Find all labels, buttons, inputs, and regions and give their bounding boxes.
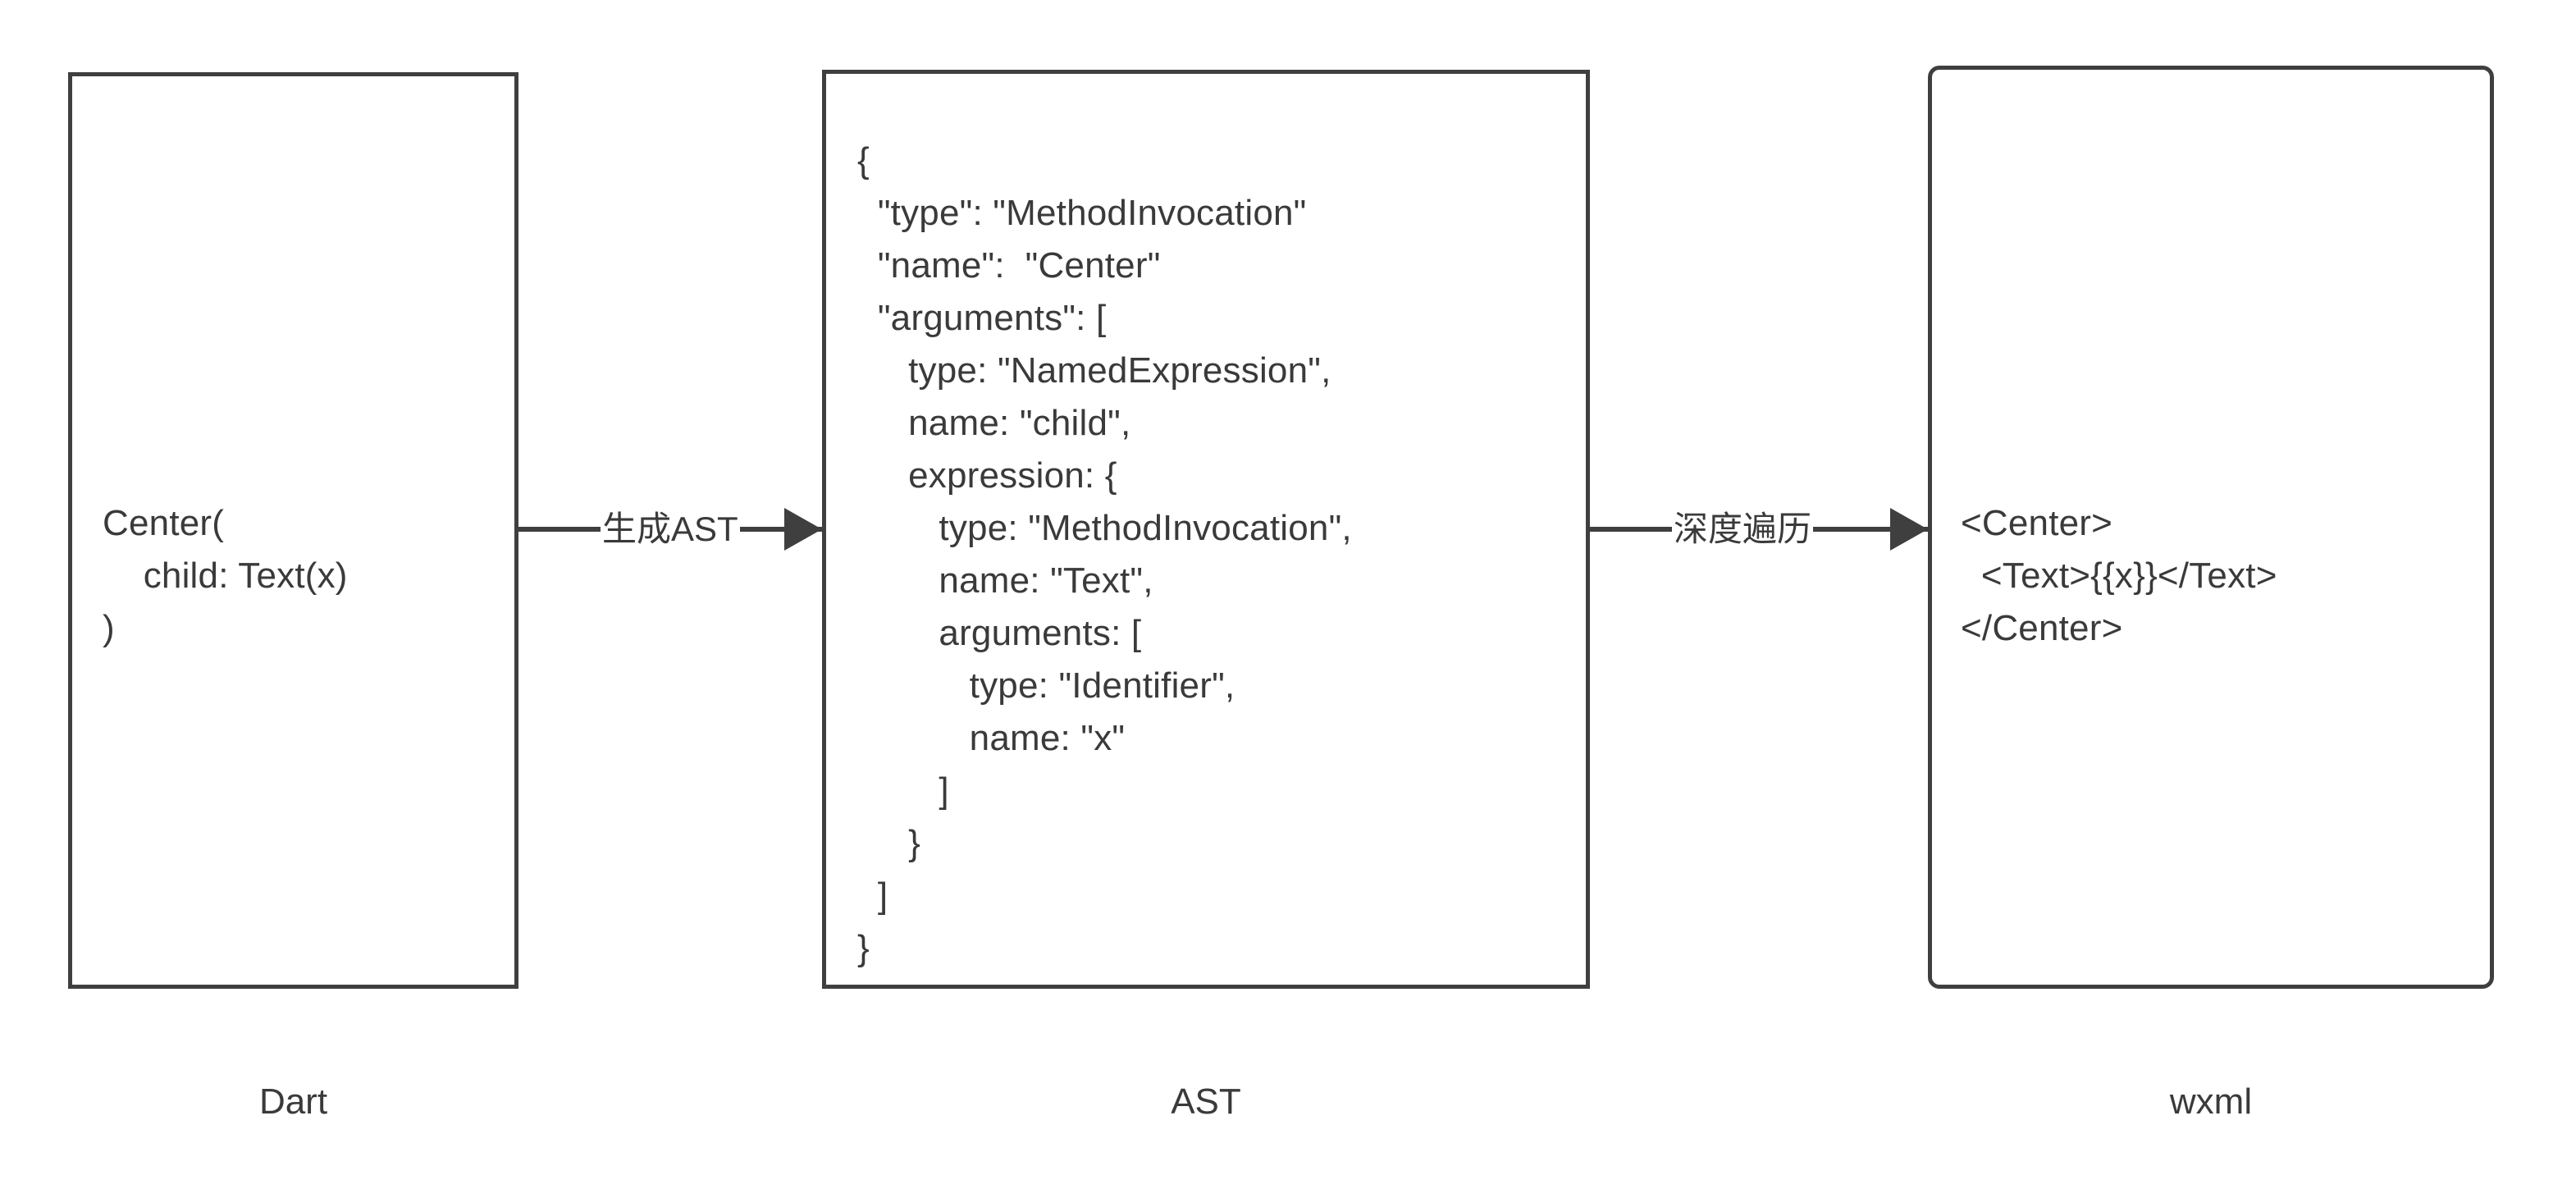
ast-json-text: { "type": "MethodInvocation" "name": "Ce…	[857, 140, 1352, 968]
wxml-code-text: <Center> <Text>{{x}}</Text> </Center>	[1961, 503, 2277, 648]
arrow-label-deep-traverse: 深度遍历	[1672, 510, 1814, 548]
dart-code-text: Center( child: Text(x) )	[103, 503, 348, 648]
arrow-head-icon	[1890, 508, 1928, 551]
arrow-head-icon	[784, 508, 822, 551]
caption-dart: Dart	[258, 1081, 328, 1122]
node-box-wxml	[1928, 66, 2494, 989]
arrow-label-generate-ast: 生成AST	[601, 510, 740, 548]
caption-ast: AST	[1171, 1081, 1241, 1122]
caption-wxml: wxml	[2169, 1081, 2253, 1122]
node-box-ast	[822, 70, 1590, 989]
arrow-generate-ast: 生成AST	[518, 501, 822, 558]
node-box-dart	[68, 72, 518, 989]
arrow-deep-traverse: 深度遍历	[1590, 501, 1928, 558]
